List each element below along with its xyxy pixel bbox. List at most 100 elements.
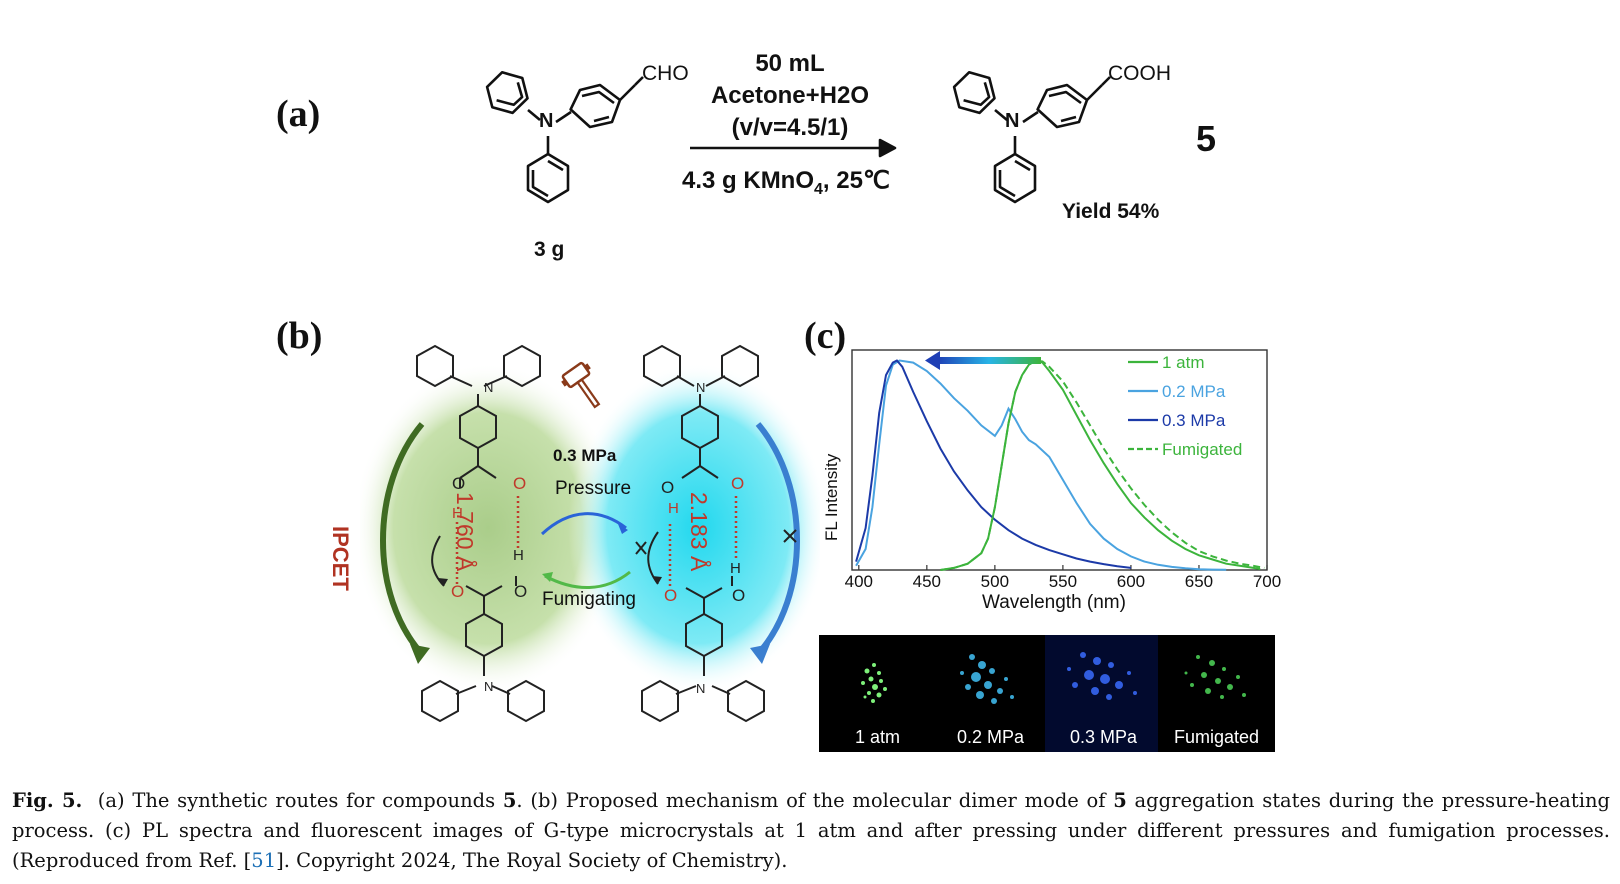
x-tick-label-1: 450	[912, 572, 942, 591]
tile-03mpa: 0.3 MPa	[1045, 635, 1162, 752]
panel-a-label: (a)	[276, 93, 321, 135]
reactant-n-atom: N	[539, 110, 554, 132]
pressure-value: 0.3 MPa	[553, 446, 617, 465]
legend-label-3: Fumigated	[1162, 440, 1242, 459]
left-curved-arrow	[380, 422, 425, 657]
panel-b-label: (b)	[276, 315, 323, 357]
x-tick-label-5: 650	[1184, 572, 1214, 591]
shift-arrow-head	[925, 351, 940, 370]
reactant-amount: 3 g	[534, 238, 565, 261]
legend-label-0: 1 atm	[1162, 353, 1205, 372]
x-tick-label-2: 500	[980, 572, 1010, 591]
green-glow	[360, 363, 623, 693]
cyan-glow	[568, 363, 820, 693]
ipcet-label: IPCET	[328, 526, 353, 591]
x-tick-label-6: 700	[1252, 572, 1282, 591]
plot-frame	[851, 349, 1268, 571]
atom-o-left-4: O	[514, 582, 528, 601]
atom-o-left-2: O	[451, 582, 465, 601]
panel-c-label: (c)	[804, 315, 847, 357]
reactant-phenyl-aryl	[569, 83, 622, 129]
caption-text-3: aggregation states during the pressure-h…	[12, 789, 1610, 872]
tile-02mpa: 0.2 MPa	[932, 635, 1049, 752]
tile-03mpa-image	[1067, 652, 1137, 700]
reaction-reagent: 4.3 g KMnO4, 25℃	[682, 166, 890, 199]
condition-ratio: (v/v=4.5/1)	[731, 114, 849, 141]
caption-text-2: . (b) Proposed mechanism of the molecula…	[516, 789, 1114, 812]
legend-label-1: 0.2 MPa	[1162, 382, 1226, 401]
caption-fig-label: Fig. 5.	[12, 789, 83, 812]
series-lines	[855, 359, 1265, 571]
distance-left: 1.760 Å	[452, 492, 478, 572]
pressure-arrow	[540, 512, 627, 536]
distance-right: 2.183 Å	[686, 492, 712, 572]
pressure-label: Pressure	[555, 478, 632, 499]
reaction-scheme	[485, 70, 1111, 204]
tile-1atm-label: 1 atm	[854, 727, 901, 747]
caption-text-1: (a) The synthetic routes for compounds	[97, 789, 503, 812]
condition-volume: 50 mL	[755, 50, 825, 77]
figure-caption: Fig. 5. (a) The synthetic routes for com…	[12, 786, 1610, 876]
atom-n-right-top: N	[696, 380, 706, 395]
reagent-prefix: 4.3 g KMnO	[682, 167, 815, 194]
y-axis-label: FL Intensity	[822, 453, 841, 541]
tile-1atm: 1 atm	[819, 635, 936, 752]
atom-o-left-3: O	[513, 474, 527, 493]
x-tick-label-4: 600	[1116, 572, 1146, 591]
product-yield: Yield 54%	[1062, 200, 1160, 223]
product-acid-group: COOH	[1108, 62, 1171, 85]
atom-o-left-1: O	[452, 474, 466, 493]
tile-fumigated-image	[1184, 655, 1246, 699]
atom-o-right-4: O	[732, 586, 746, 605]
series-line-1	[855, 359, 1227, 571]
tile-03mpa-label: 0.3 MPa	[1069, 727, 1138, 747]
cross-marks	[635, 529, 797, 555]
atom-o-right-1: O	[661, 478, 675, 497]
right-curved-arrow	[755, 422, 800, 657]
reaction-conditions: 50 mL Acetone+H2O (v/v=4.5/1)	[690, 48, 890, 144]
tile-1atm-image	[861, 663, 887, 703]
x-tick-label-0: 400	[844, 572, 873, 591]
caption-text-4: ]. Copyright 2024, The Royal Society of …	[276, 849, 788, 872]
atom-h-right-1: H	[668, 500, 679, 517]
compound-number: 5	[1196, 118, 1217, 159]
reactant-phenyl-top	[485, 70, 529, 115]
atom-h-left-2: H	[513, 547, 524, 564]
atom-o-right-3: O	[731, 474, 745, 493]
bond	[527, 109, 541, 121]
atom-n-left-bottom: N	[484, 679, 494, 694]
atom-o-right-2: O	[664, 586, 678, 605]
condition-solvent: Acetone+H2O	[710, 82, 870, 109]
legend-label-2: 0.3 MPa	[1162, 411, 1226, 430]
tile-fumigated-label: Fumigated	[1173, 727, 1260, 747]
fumigating-label: Fumigating	[542, 589, 636, 610]
gavel-icon	[561, 361, 601, 409]
right-dimer-molecule	[641, 344, 765, 723]
atom-n-left-top: N	[484, 380, 494, 395]
reactant-aldehyde-group: CHO	[642, 62, 689, 85]
atom-h-right-2: H	[730, 560, 741, 577]
atom-n-right-bottom: N	[696, 681, 706, 696]
tile-02mpa-image	[960, 654, 1014, 704]
product-n-atom: N	[1005, 110, 1020, 132]
reactant-phenyl-bottom	[526, 152, 570, 204]
caption-bold-2: 5	[1113, 789, 1127, 812]
reagent-suffix: , 25℃	[822, 167, 890, 194]
left-dimer-molecule	[416, 344, 545, 723]
tile-02mpa-label: 0.2 MPa	[956, 727, 1025, 747]
shift-arrow-body	[937, 357, 1041, 364]
dimer-mechanism	[360, 344, 820, 723]
fumigating-arrow	[544, 570, 631, 589]
series-line-3	[940, 359, 1265, 571]
atom-h-left-1: H	[452, 505, 463, 522]
series-line-2	[855, 359, 1132, 569]
x-tick-labels: 400 450 500 550 600 650 700	[812, 572, 1292, 594]
x-axis-label: Wavelength (nm)	[982, 592, 1126, 613]
caption-bold-1: 5	[502, 789, 517, 812]
caption-ref-link[interactable]: 51	[251, 849, 277, 872]
reagent-subscript: 4	[814, 180, 823, 198]
x-tick-label-3: 550	[1048, 572, 1078, 591]
tile-fumigated: Fumigated	[1158, 635, 1275, 752]
